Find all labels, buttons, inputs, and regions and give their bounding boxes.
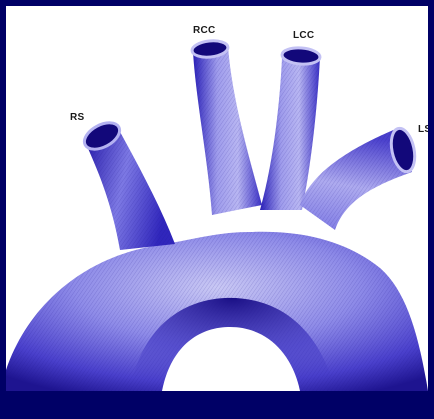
right-common-carotid-vessel bbox=[191, 39, 262, 215]
left-subclavian-vessel bbox=[300, 126, 418, 230]
label-lcc: LCC bbox=[293, 30, 314, 41]
label-rs: RS bbox=[70, 112, 85, 123]
right-subclavian-vessel bbox=[80, 117, 175, 250]
label-ls: LS bbox=[418, 124, 431, 135]
label-rcc: RCC bbox=[193, 25, 216, 36]
aortic-arch bbox=[6, 232, 428, 391]
